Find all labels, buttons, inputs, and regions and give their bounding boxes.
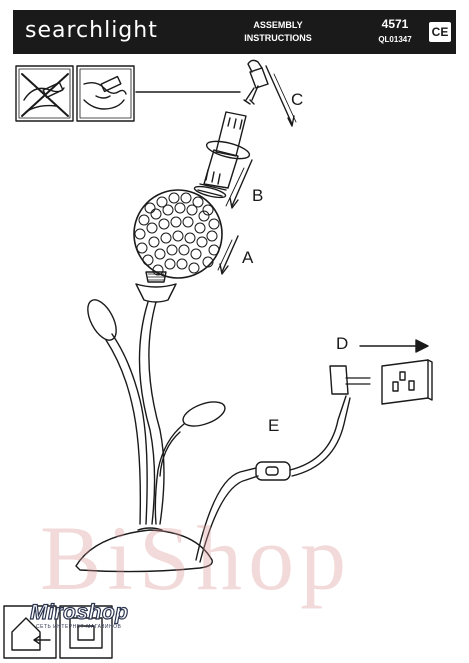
class-ii-insulation-icon [59,605,113,659]
step-label-b: B [252,186,264,205]
ce-mark: CE [429,22,451,42]
step-label-c: C [291,90,304,109]
step-label-a: A [242,248,254,267]
lamp-base [75,527,213,573]
switch-button [265,466,279,476]
power-cable-lower [195,467,257,561]
header-bar: searchlight ASSEMBLY INSTRUCTIONS 4571 Q… [13,10,456,54]
arrow-b [231,159,253,207]
document-title: ASSEMBLY INSTRUCTIONS [223,19,333,45]
wall-socket [381,359,433,405]
g9-bulb [243,59,269,105]
stem-cup [135,271,177,303]
title-line-1: ASSEMBLY [253,20,303,30]
watermark-text: BiShop [40,507,353,609]
right-branch [154,423,185,525]
product-code: QL01347 [378,35,412,44]
miroshop-stamp: Miroshop [29,600,129,624]
arrow-a [221,235,239,273]
model-number: 4571 [381,17,409,31]
step-label-d: D [336,334,349,353]
lampholder [193,111,251,199]
arrow-b-head [229,197,239,209]
power-plug [329,365,371,395]
power-cable-upper [289,395,347,471]
indoor-use-icon [3,605,57,659]
arrow-c-1-head [287,115,295,127]
inline-switch [255,461,291,481]
left-branch [111,333,148,525]
title-line-2: INSTRUCTIONS [244,33,312,43]
arrow-a-head [219,263,229,275]
brand-logo-text: searchlight [25,18,158,43]
miroshop-stamp-subtext: СЕТЬ ИНТЕРНЕТ-МАГАЗИНОВ [36,624,122,630]
gloved-hand-bulb-icon [76,65,135,122]
arrow-d-head [415,339,429,353]
left-leaf [87,299,117,341]
main-stem [138,301,156,525]
step-label-e: E [268,416,280,435]
arrow-c-1 [265,65,293,125]
crystal-globe-shade [133,189,223,279]
no-touch-bulb-icon [15,65,74,122]
right-leaf [182,401,226,427]
